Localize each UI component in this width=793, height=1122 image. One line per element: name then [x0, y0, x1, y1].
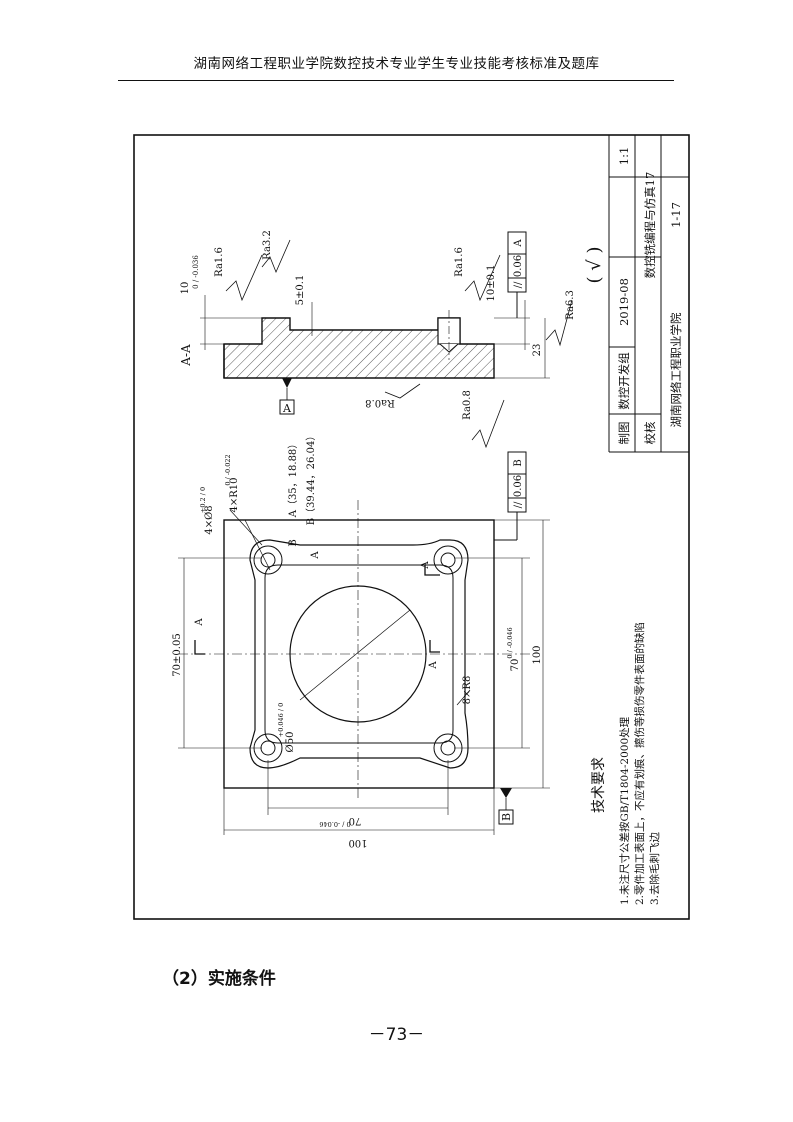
title-block: 1:1 数控铣编程与仿真17 1-17 2019-08 数控开发组 制图 校核 … [608, 135, 689, 453]
scale-text: 1:1 [617, 147, 631, 166]
drawing-frame [133, 134, 690, 920]
ra-general: Ra6.3 [565, 290, 576, 320]
point-a: A（35，18.88） [287, 439, 299, 519]
hole-bl [260, 740, 276, 756]
ra-2: Ra3.2 [262, 230, 273, 260]
school-text: 湖南网络工程职业学院 [669, 312, 683, 427]
ra-3: Ra1.6 [454, 247, 465, 277]
par-datum-b: B [513, 459, 524, 466]
hole-br [440, 740, 456, 756]
datum-b-box-text: B [500, 813, 513, 821]
dim-70-right-tol: 0 / -0.046 [506, 627, 514, 658]
ra-general-paren: ( √ ) [584, 247, 605, 284]
tech-req-item-3: 3.去除毛刺飞边 [648, 831, 661, 905]
par-symbol-b: // [513, 501, 524, 508]
drawing-name-text: 数控铣编程与仿真17 [643, 172, 657, 279]
dim-height-23: 23 [532, 344, 543, 357]
hole-tol: +0.2 / 0 [199, 487, 207, 513]
tech-requirements: 技术要求 1.未注尺寸公差按GB/T1804-2000处理 2.零件加工表面上，… [591, 622, 661, 905]
radius-label: 4×R10 [229, 478, 240, 513]
page-header: 湖南网络工程职业学院数控技术专业学生专业技能考核标准及题库 [193, 56, 600, 72]
radius-tol: 0 / -0.022 [224, 454, 232, 485]
dim-70-bottom: 70 [349, 815, 362, 826]
dim-70-right: 70 [510, 659, 521, 672]
dim-circle-tol: +0.046 / 0 [277, 703, 285, 738]
section-mark-top: A [194, 618, 205, 627]
par-tol-b: 0.06 [513, 475, 524, 497]
ra-1: Ra1.6 [214, 247, 225, 277]
section-mark-mid: A [428, 661, 439, 670]
hole-tr [440, 552, 456, 568]
section-label: A-A [179, 344, 193, 367]
section-heading: （2）实施条件 [162, 969, 276, 989]
par-tol-a: 0.06 [513, 255, 524, 277]
dim-top-10-tol: 0 / -0.036 [192, 255, 200, 289]
par-datum-a: A [513, 239, 524, 248]
dim-100-bottom: 100 [348, 837, 367, 848]
section-view: A A-A 10 0 / -0.036 5±0.1 10±0.1 23 Ra1.… [179, 230, 605, 449]
tech-req-title: 技术要求 [591, 757, 607, 813]
corner-radius: 8×R8 [462, 676, 473, 705]
ra-4: Ra0.8 [365, 397, 395, 408]
check-label: 校核 [643, 421, 657, 444]
hole-label: 4×Ø8 [204, 505, 215, 534]
point-b-tag: B [288, 539, 299, 546]
point-b: B（39.44，26.04） [305, 431, 317, 526]
point-a-tag: A [310, 551, 321, 560]
drawn-label: 制图 [617, 422, 631, 445]
hole-tl [260, 552, 276, 568]
tech-req-item-1: 1.未注尺寸公差按GB/T1804-2000处理 [618, 716, 631, 905]
dim-depth: 5±0.1 [295, 275, 306, 306]
drawn-by-text: 数控开发组 [617, 352, 631, 410]
par-symbol-a: // [513, 281, 524, 288]
dim-100-right: 100 [532, 645, 543, 664]
section-mark-tr: A [420, 561, 431, 570]
dim-top-10: 10 [180, 282, 191, 295]
drawing-no-text: 1-17 [669, 202, 683, 228]
plan-view: 0.06 B // B 4×Ø8 +0.2 / 0 4×R10 0 / -0.0… [172, 431, 550, 848]
dim-70-left: 70±0.05 [172, 633, 183, 676]
ra-5: Ra0.8 [462, 390, 473, 420]
datum-a-box-text: A [282, 402, 292, 415]
date-text: 2019-08 [617, 278, 631, 326]
dim-70-bottom-tol: 0 / -0.046 [319, 820, 350, 828]
tech-req-item-2: 2.零件加工表面上，不应有划痕、擦伤等损伤零件表面的缺陷 [633, 622, 646, 905]
header-rule [118, 80, 674, 81]
page-number: －73－ [368, 1025, 425, 1045]
dim-right-10: 10±0.1 [486, 264, 497, 301]
dim-circle: Ø50 [285, 732, 296, 753]
